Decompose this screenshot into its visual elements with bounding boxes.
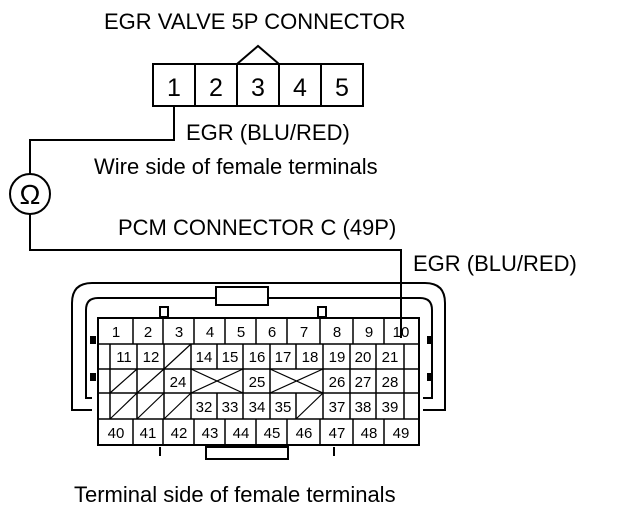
pcm-pin-3: 3: [175, 324, 183, 341]
egr-terminal-1: 1: [167, 74, 181, 102]
egr-terminal-5: 5: [335, 74, 349, 102]
pcm-pin-17: 17: [275, 349, 292, 366]
pcm-pin-49: 49: [393, 425, 410, 442]
pcm-empty-cavities: [109, 343, 324, 420]
pcm-pin-38: 38: [355, 399, 372, 416]
pcm-pin-14: 14: [196, 349, 213, 366]
pcm-pin-7: 7: [300, 324, 308, 341]
pcm-pin-33: 33: [222, 399, 239, 416]
pcm-pin-32: 32: [196, 399, 213, 416]
pcm-pin-18: 18: [302, 349, 319, 366]
egr-view-note: Wire side of female terminals: [94, 154, 378, 179]
pcm-pin-row-2: 11 12 14 15 16 17 18 19 20 21: [116, 349, 398, 366]
pcm-pin-10: 10: [393, 324, 410, 341]
pcm-pin-35: 35: [275, 399, 292, 416]
pcm-pin-row-5: 40 41 42 43 44 45 46 47 48 49: [108, 425, 410, 442]
egr-terminal-4: 4: [293, 74, 307, 102]
pcm-pin-20: 20: [355, 349, 372, 366]
pcm-pin-37: 37: [329, 399, 346, 416]
pcm-pin-28: 28: [382, 374, 399, 391]
pcm-pin-row-3: 24 25 26 27 28: [170, 374, 399, 391]
pcm-pin-43: 43: [202, 425, 219, 442]
pcm-pin-8: 8: [333, 324, 341, 341]
pcm-pin-4: 4: [206, 324, 214, 341]
pcm-pin-25: 25: [249, 374, 266, 391]
pcm-pin-9: 9: [365, 324, 373, 341]
egr-connector-body: [152, 44, 364, 107]
pcm-pin-48: 48: [361, 425, 378, 442]
pcm-pin-27: 27: [355, 374, 372, 391]
pcm-pin-2: 2: [144, 324, 152, 341]
pcm-pin-11: 11: [116, 349, 132, 366]
pcm-locking-tabs: [90, 336, 433, 381]
pcm-pin-44: 44: [233, 425, 250, 442]
pcm-pin-47: 47: [329, 425, 346, 442]
egr-terminal-2: 2: [209, 74, 223, 102]
egr-wire-label: EGR (BLU/RED): [186, 120, 350, 145]
pcm-pin-46: 46: [296, 425, 313, 442]
pcm-view-note: Terminal side of female terminals: [74, 482, 396, 507]
pcm-pin-41: 41: [140, 425, 157, 442]
pcm-pin-15: 15: [222, 349, 239, 366]
pcm-pin-16: 16: [249, 349, 266, 366]
ohm-symbol: Ω: [20, 179, 41, 210]
ohmmeter-icon: Ω: [9, 173, 51, 215]
pcm-pin-5: 5: [237, 324, 245, 341]
test-lead-wires: [29, 106, 402, 338]
pcm-pin-grid: [97, 317, 420, 446]
egr-terminal-numbers: 1 2 3 4 5: [167, 74, 349, 102]
pcm-pin-40: 40: [108, 425, 125, 442]
pcm-pin-row-4: 32 33 34 35 37 38 39: [196, 399, 399, 416]
pcm-wire-label: EGR (BLU/RED): [413, 251, 577, 276]
pcm-pin-26: 26: [329, 374, 346, 391]
egr-connector-title: EGR VALVE 5P CONNECTOR: [104, 9, 406, 34]
pcm-pin-34: 34: [249, 399, 266, 416]
egr-terminal-3: 3: [251, 74, 265, 102]
pcm-pin-45: 45: [264, 425, 281, 442]
pcm-connector-title: PCM CONNECTOR C (49P): [118, 215, 396, 240]
pcm-pin-19: 19: [329, 349, 346, 366]
pcm-pin-21: 21: [382, 349, 399, 366]
pcm-pin-1: 1: [112, 324, 120, 341]
pcm-pin-24: 24: [170, 374, 187, 391]
pcm-pin-row-1: 1 2 3 4 5 6 7 8 9 10: [112, 324, 410, 341]
pcm-pin-42: 42: [171, 425, 188, 442]
pcm-connector-shell: [71, 282, 446, 460]
pcm-pin-6: 6: [268, 324, 276, 341]
pcm-pin-39: 39: [382, 399, 399, 416]
pcm-pin-12: 12: [143, 349, 160, 366]
